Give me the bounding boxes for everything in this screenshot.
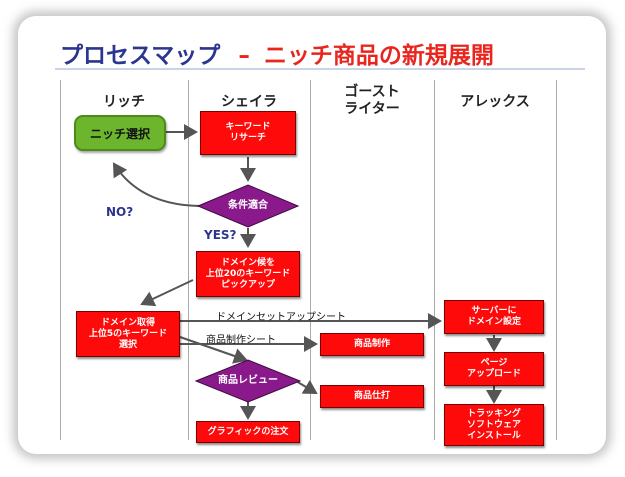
lane-header-alex: アレックス bbox=[460, 94, 530, 110]
page-upload-box: ページ アップロード bbox=[444, 352, 544, 386]
lane-header-ghostwriter: ゴースト ライター bbox=[344, 84, 400, 117]
lane-header-sheila: シェイラ bbox=[221, 94, 277, 110]
yes-label: YES? bbox=[204, 228, 237, 242]
domain-acquire-box: ドメイン取得 上位5のキーワード 選択 bbox=[76, 311, 180, 357]
title-sub: ニッチ商品の新規展開 bbox=[263, 43, 494, 69]
domain-pickup-box: ドメイン候を 上位20のキーワード ピックアップ bbox=[196, 251, 300, 297]
graphic-order-box: グラフィックの注文 bbox=[196, 421, 300, 443]
keyword-research-box: キーワード リサーチ bbox=[200, 111, 296, 155]
lane-divider bbox=[310, 80, 311, 440]
edge-pickup-to-acquire bbox=[140, 279, 194, 307]
product-create-box: 商品制作 bbox=[320, 333, 424, 356]
lane-divider bbox=[188, 80, 189, 440]
title-underline bbox=[55, 68, 585, 70]
lane-divider bbox=[60, 80, 61, 440]
condition-diamond bbox=[196, 184, 300, 228]
edge-no-loop bbox=[112, 162, 201, 207]
lane-header-rich: リッチ bbox=[103, 94, 145, 110]
server-domain-box: サーバーに ドメイン設定 bbox=[444, 300, 544, 334]
condition-label: 条件適合 bbox=[228, 200, 268, 211]
tracking-install-box: トラッキング ソフトウェア インストール bbox=[444, 404, 544, 446]
title-main: プロセスマップ bbox=[60, 43, 221, 69]
title-dash: – bbox=[238, 43, 250, 69]
no-label: NO? bbox=[106, 205, 134, 219]
niche-select-node: ニッチ選択 bbox=[74, 115, 166, 151]
review-diamond bbox=[194, 359, 302, 403]
diagram-title: プロセスマップ–ニッチ商品の新規展開 bbox=[60, 36, 580, 70]
edge-review-to-finish bbox=[295, 379, 318, 395]
review-label: 商品レビュー bbox=[218, 375, 278, 386]
lane-divider bbox=[434, 80, 435, 440]
product-sheet-label: 商品制作シート bbox=[206, 335, 276, 346]
edge-acquire-to-review bbox=[179, 336, 248, 364]
domain-setup-sheet-label: ドメインセットアップシート bbox=[216, 312, 346, 323]
product-finish-box: 商品仕打 bbox=[320, 385, 424, 408]
lane-divider bbox=[556, 80, 557, 440]
